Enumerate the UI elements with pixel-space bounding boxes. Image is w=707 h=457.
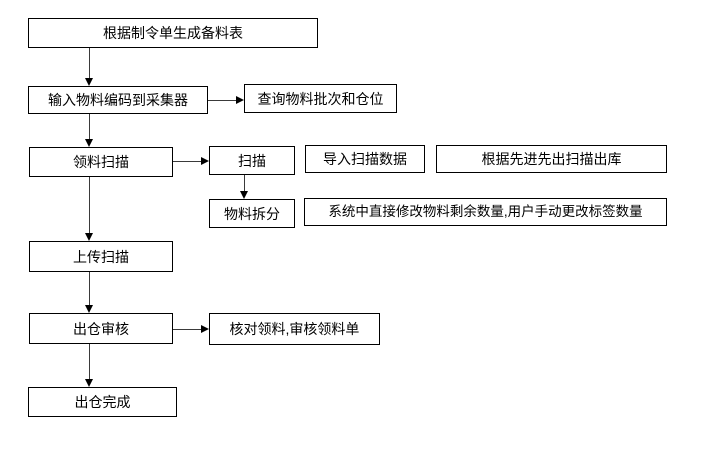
arrow-input-code-to-query-batch — [208, 96, 244, 105]
node-fifo-outbound: 根据先进先出扫描出库 — [436, 145, 667, 173]
arrow-shaft — [208, 100, 237, 101]
arrow-shaft — [173, 161, 202, 162]
arrow-right-head — [201, 157, 209, 165]
node-upload-scan: 上传扫描 — [29, 241, 173, 272]
arrow-scan-to-material-split — [240, 175, 249, 199]
arrow-down-head — [240, 191, 248, 199]
arrow-shaft — [173, 329, 202, 330]
arrow-outbound-review-to-outbound-done — [85, 344, 94, 387]
arrow-shaft — [89, 177, 90, 234]
arrow-shaft — [89, 272, 90, 306]
arrow-outbound-review-to-verify-picking — [173, 325, 209, 334]
arrow-input-code-to-pick-scan — [85, 114, 94, 147]
node-outbound-done: 出仓完成 — [28, 387, 177, 417]
arrow-right-head — [236, 96, 244, 104]
arrow-shaft — [89, 48, 90, 79]
node-material-split: 物料拆分 — [209, 199, 295, 228]
arrow-shaft — [89, 344, 90, 380]
arrow-pick-scan-to-upload-scan — [85, 177, 94, 241]
arrow-down-head — [85, 379, 93, 387]
node-pick-scan: 领料扫描 — [29, 147, 173, 177]
arrow-down-head — [85, 139, 93, 147]
node-input-code: 输入物料编码到采集器 — [28, 86, 208, 114]
arrow-shaft — [244, 175, 245, 192]
arrow-right-head — [201, 325, 209, 333]
node-outbound-review: 出仓审核 — [29, 313, 173, 344]
arrow-pick-scan-to-scan — [173, 157, 209, 166]
node-query-batch: 查询物料批次和仓位 — [244, 84, 397, 113]
arrow-down-head — [85, 78, 93, 86]
arrow-down-head — [85, 233, 93, 241]
arrow-shaft — [89, 114, 90, 140]
node-generate-bom: 根据制令单生成备料表 — [28, 18, 318, 48]
node-import-scan-data: 导入扫描数据 — [305, 145, 425, 173]
arrow-down-head — [85, 305, 93, 313]
node-verify-picking: 核对领料,审核领料单 — [209, 313, 380, 345]
node-modify-qty-note: 系统中直接修改物料剩余数量,用户手动更改标签数量 — [304, 198, 667, 226]
arrow-upload-scan-to-outbound-review — [85, 272, 94, 313]
node-scan: 扫描 — [209, 146, 295, 175]
arrow-generate-bom-to-input-code — [85, 48, 94, 86]
